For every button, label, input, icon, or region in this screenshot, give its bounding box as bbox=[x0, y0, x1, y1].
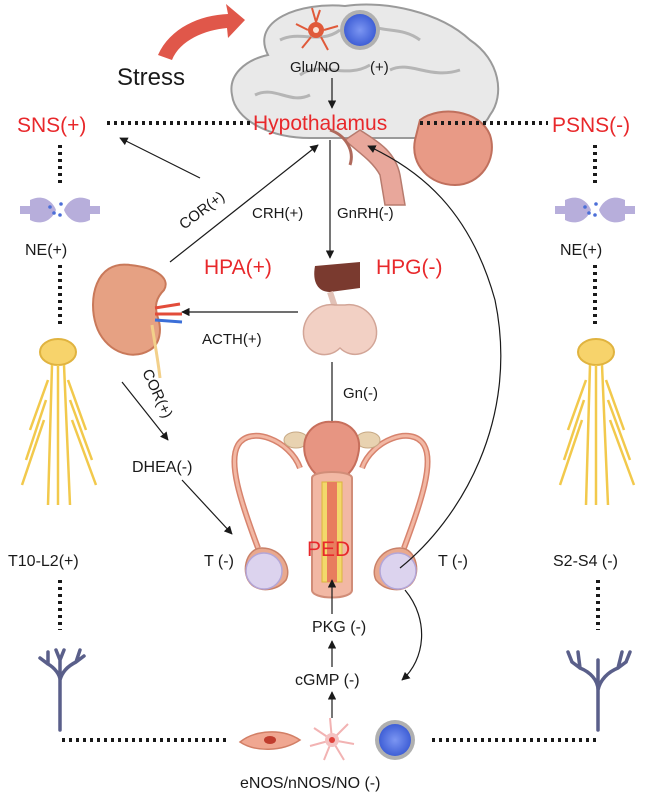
kidney-icon bbox=[92, 263, 183, 379]
endothelial-cell-icon bbox=[238, 731, 302, 750]
cor-to-hypothalamus-arrow bbox=[169, 144, 319, 263]
hpg-label: HPG(-) bbox=[376, 256, 443, 279]
spinal-nerve-left-icon bbox=[20, 338, 98, 506]
blood-vessel-cell-icon bbox=[340, 10, 380, 50]
nerve-ending-left-icon bbox=[38, 648, 86, 732]
cor-to-dhea-arrow bbox=[121, 381, 169, 441]
dhea-label: DHEA(-) bbox=[132, 459, 192, 476]
nerve-cell-icon bbox=[309, 717, 355, 761]
pituitary-icon bbox=[302, 262, 378, 356]
male-reproductive-system-icon bbox=[231, 420, 431, 599]
pkg-label: PKG (-) bbox=[312, 619, 366, 636]
cor-to-sns-arrow bbox=[119, 137, 201, 179]
gn-label: Gn(-) bbox=[343, 385, 378, 402]
gnrh-label: GnRH(-) bbox=[337, 205, 394, 222]
acth-label: ACTH(+) bbox=[202, 331, 262, 348]
enos-nnos-no-label: eNOS/nNOS/NO (-) bbox=[240, 775, 380, 792]
synapse-right-icon bbox=[555, 197, 635, 223]
sns-label: SNS(+) bbox=[17, 114, 86, 137]
neuron-icon bbox=[295, 7, 339, 51]
t-to-hypothalamus-feedback-arrow bbox=[367, 145, 502, 569]
t-to-cgmp-arrow bbox=[401, 589, 423, 681]
synapse-left-icon bbox=[20, 197, 100, 223]
cgmp-label: cGMP (-) bbox=[295, 672, 360, 689]
hypothalamus-label: Hypothalamus bbox=[253, 112, 387, 135]
hpa-label: HPA(+) bbox=[204, 256, 272, 279]
glu-no-sign: (+) bbox=[370, 59, 389, 76]
dhea-to-t-arrow bbox=[181, 479, 233, 535]
s2-s4-label: S2-S4 (-) bbox=[553, 553, 618, 570]
ne-left-label: NE(+) bbox=[25, 242, 67, 259]
cor-upper-label: COR(+) bbox=[176, 188, 228, 233]
crh-label: CRH(+) bbox=[252, 205, 303, 222]
stress-label: Stress bbox=[117, 64, 185, 91]
stress-arrow bbox=[158, 4, 245, 60]
t10-l2-label: T10-L2(+) bbox=[8, 553, 79, 570]
ped-label: PED bbox=[307, 538, 350, 561]
ne-right-label: NE(+) bbox=[560, 242, 602, 259]
t-right-label: T (-) bbox=[438, 553, 468, 570]
cor-lower-label: COR(+) bbox=[138, 367, 175, 421]
brain-icon bbox=[230, 3, 500, 206]
t-left-label: T (-) bbox=[204, 553, 234, 570]
glu-no-label: Glu/NO bbox=[290, 59, 340, 76]
spinal-nerve-right-icon bbox=[558, 338, 636, 506]
blood-vessel-bottom-icon bbox=[375, 720, 415, 760]
nerve-ending-right-icon bbox=[566, 650, 632, 732]
psns-label: PSNS(-) bbox=[552, 114, 630, 137]
